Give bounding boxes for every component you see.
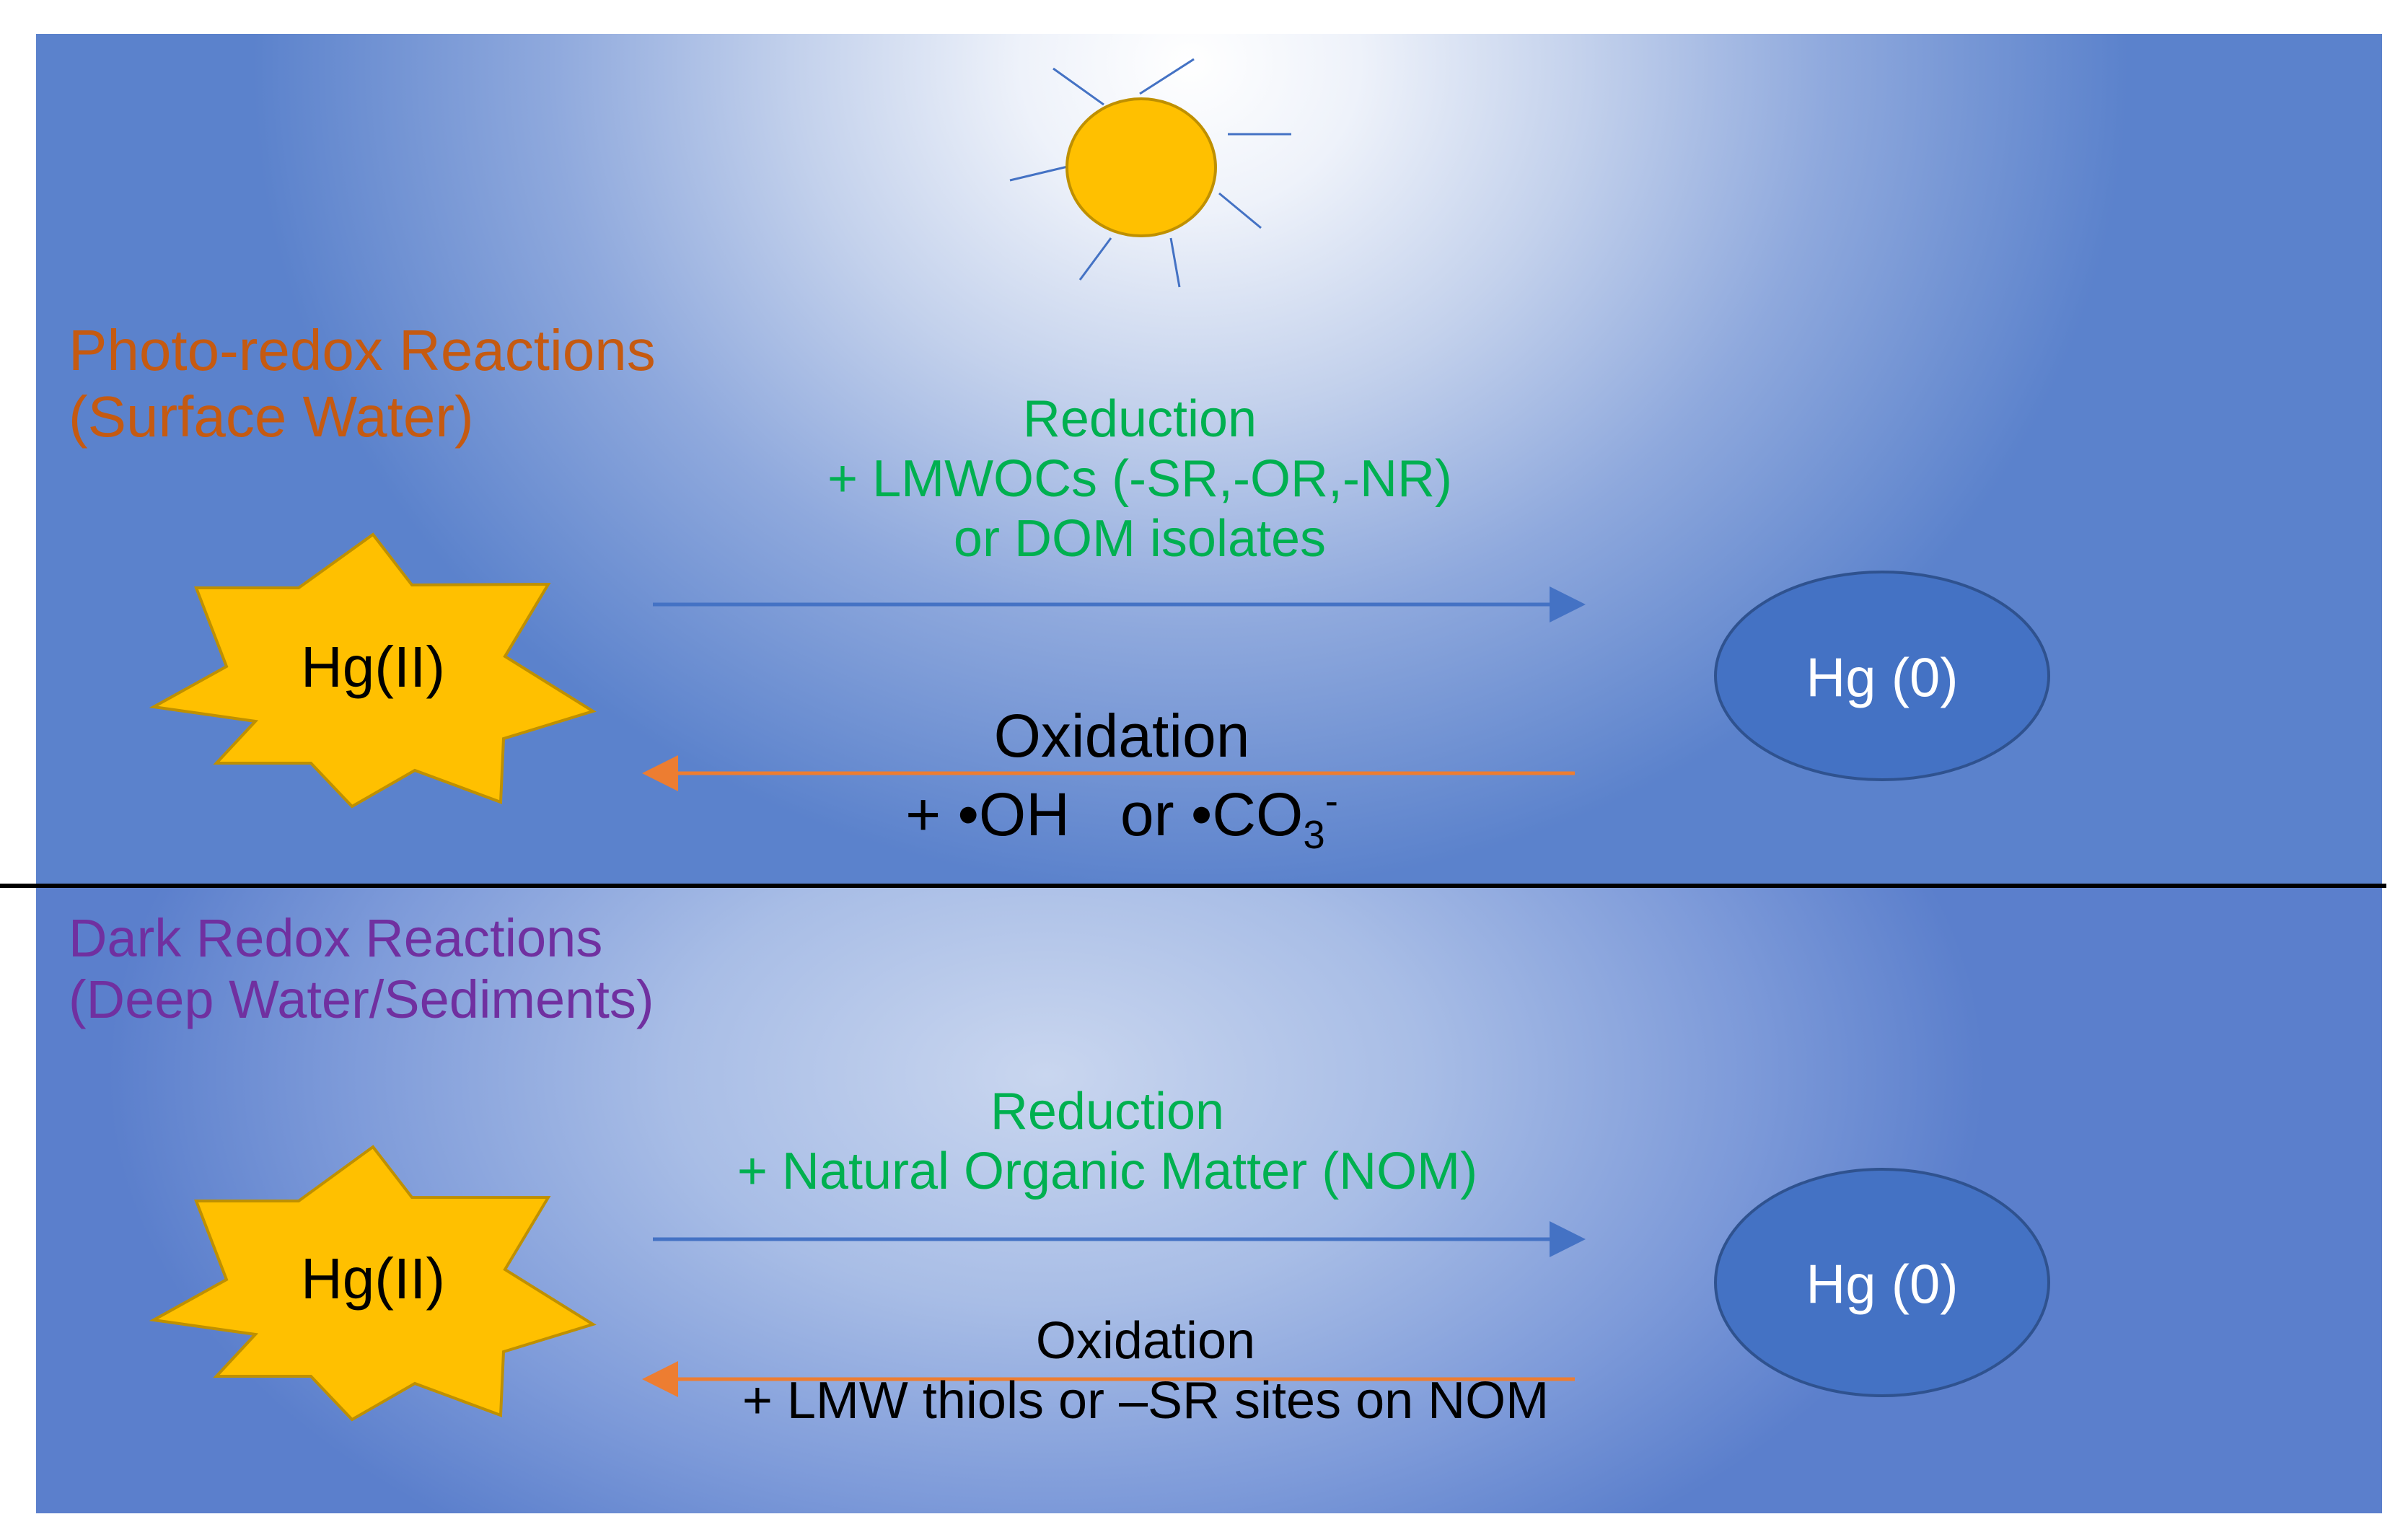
hg2-label: Hg(II) (301, 1246, 445, 1311)
hg2-star-shape (149, 1145, 597, 1422)
dark-redox-title: Dark Redox Reactions (Deep Water/Sedimen… (69, 907, 654, 1030)
photo-oxidation-label: Oxidation (993, 702, 1250, 770)
photo-title-line1: Photo-redox Reactions (69, 318, 656, 382)
photo-reduction-isolates: or DOM isolates (953, 509, 1327, 568)
dark-oxidation-text: Oxidation + LMW thiols or –SR sites on N… (742, 1311, 1549, 1431)
sun-icon (1009, 58, 1291, 288)
photo-reduction-reagents: + LMWOCs (-SR,-OR,-NR) (827, 449, 1452, 508)
hg2-label: Hg(II) (301, 635, 445, 699)
photo-reduction-text: Reduction + LMWOCs (-SR,-OR,-NR) or DOM … (827, 390, 1452, 568)
photo-title-line2: (Surface Water) (69, 384, 474, 449)
carbonate-charge: - (1324, 779, 1338, 823)
dark-reduction-text: Reduction + Natural Organic Matter (NOM) (737, 1082, 1477, 1202)
dark-reduction-label: Reduction (990, 1083, 1225, 1140)
dark-title-line2: (Deep Water/Sediments) (69, 969, 654, 1030)
dark-oxidation-label: Oxidation (1035, 1312, 1256, 1370)
hg0-label: Hg (0) (1806, 1254, 1959, 1316)
photo-oxidation-reagents: + •OH or •CO3- (905, 779, 1338, 858)
hg0-ellipse-shape (1714, 571, 2050, 781)
photo-redox-title: Photo-redox Reactions (Surface Water) (69, 317, 656, 450)
dark-title-line1: Dark Redox Reactions (69, 908, 603, 968)
hg0-ellipse-shape (1714, 1168, 2050, 1397)
section-divider (0, 884, 2386, 888)
carbonate-subscript: 3 (1303, 812, 1325, 857)
hg2-star-shape (149, 532, 597, 809)
photo-reduction-label: Reduction (1022, 390, 1257, 448)
hg0-label: Hg (0) (1806, 647, 1959, 709)
dark-oxidation-reagents: + LMW thiols or –SR sites on NOM (742, 1371, 1550, 1430)
dark-reduction-reagents: + Natural Organic Matter (NOM) (737, 1142, 1478, 1200)
photo-oxidation-prefix: + •OH or •CO (905, 780, 1304, 848)
